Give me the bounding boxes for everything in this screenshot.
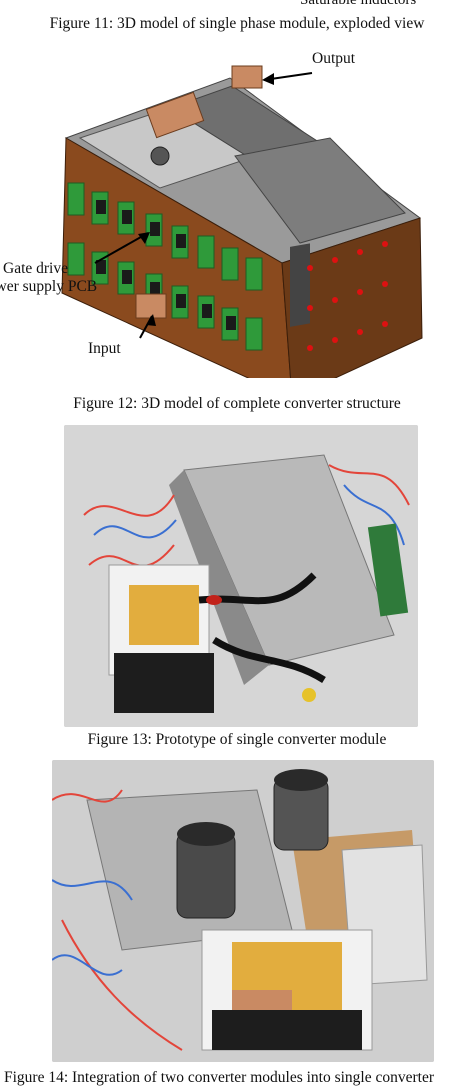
converter-3d-model-drawing — [61, 65, 423, 378]
figure-12-model — [0, 38, 474, 378]
top-clipped-text: Saturable inductors — [300, 0, 417, 8]
label-gate-drive-pcb: power supply PCB — [0, 278, 98, 295]
figure-13-photo — [64, 425, 418, 727]
label-input: Input — [88, 340, 121, 357]
figure-13-caption: Figure 13: Prototype of single converter… — [87, 731, 387, 748]
figure-14-photo — [52, 760, 434, 1062]
figure-12-caption: Figure 12: 3D model of complete converte… — [73, 395, 401, 412]
label-gate-drive: Gate drive — [3, 260, 68, 277]
figure-11-caption: Figure 11: 3D model of single phase modu… — [49, 15, 425, 32]
figure-14-caption: Figure 14: Integration of two converter … — [4, 1069, 435, 1086]
label-output: Output — [312, 50, 356, 67]
